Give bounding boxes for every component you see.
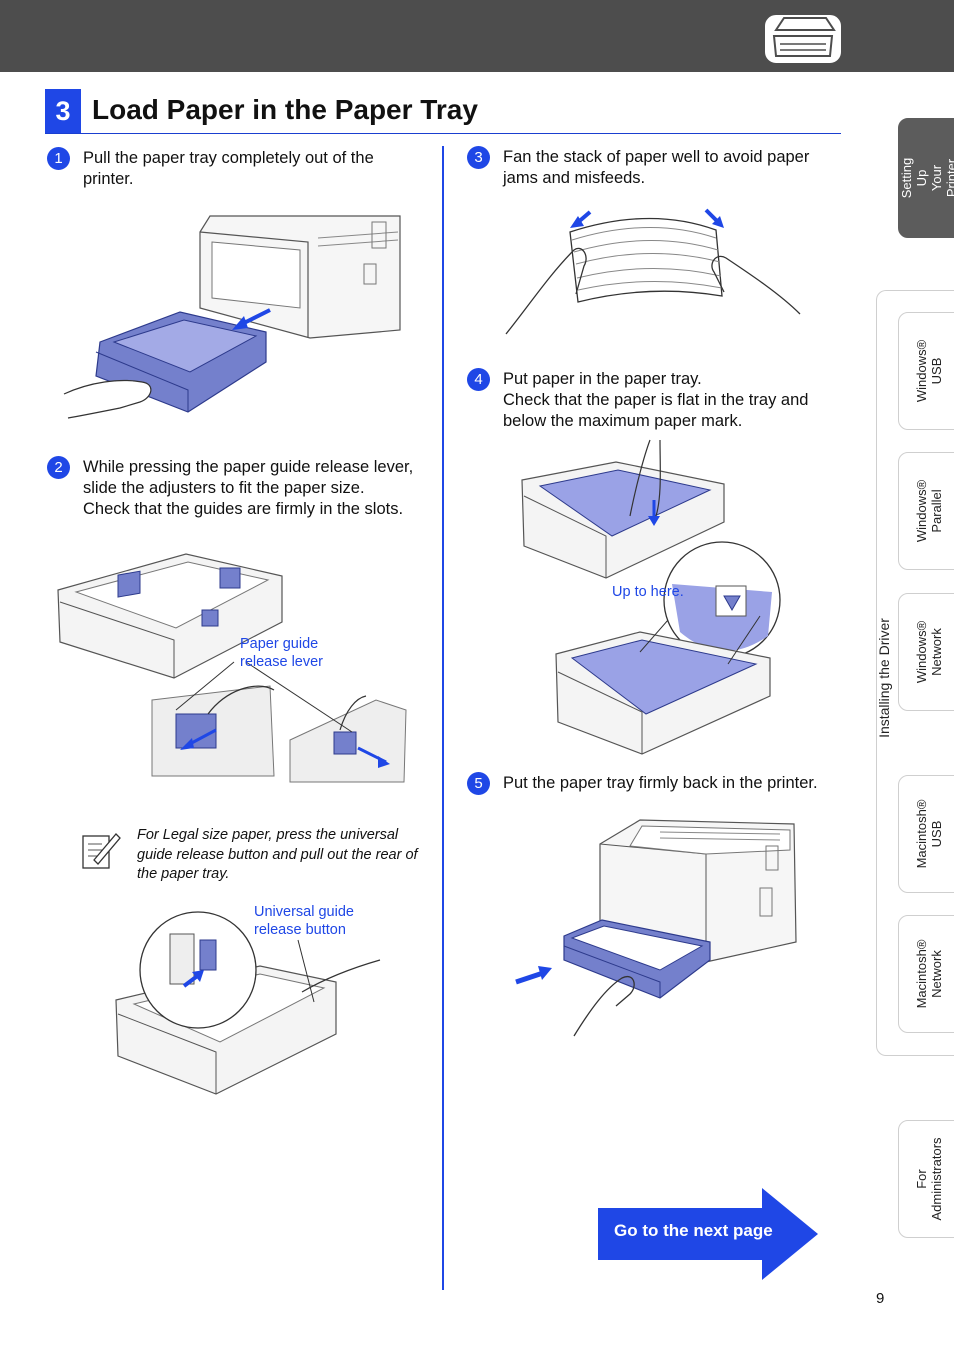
side-group-label: Installing the Driver <box>876 618 892 738</box>
fan-paper-illustration <box>505 208 801 335</box>
step-number: 3 <box>467 146 490 169</box>
side-tab-label: Setting Up Your Printer <box>899 157 954 199</box>
next-page-label: Go to the next page <box>614 1221 773 1240</box>
step-text: Put paper in the paper tray. Check that … <box>503 370 809 430</box>
adjust-guides-illustration <box>57 553 407 783</box>
load-paper-illustration <box>521 439 781 755</box>
step-text: Pull the paper tray completely out of th… <box>83 149 374 188</box>
side-tab-label: Macintosh® USB <box>914 799 944 869</box>
step-number: 5 <box>467 772 490 795</box>
note-pencil-icon <box>82 833 121 869</box>
side-tab-windows-network[interactable]: Windows® Network <box>898 593 954 711</box>
step-text: Put the paper tray firmly back in the pr… <box>503 774 818 792</box>
side-tab-windows-parallel[interactable]: Windows® Parallel <box>898 452 954 570</box>
step-number: 4 <box>467 368 490 391</box>
page-title: Load Paper in the Paper Tray <box>92 94 478 125</box>
side-group-frame <box>876 290 954 1056</box>
insert-tray-illustration <box>515 819 797 1037</box>
header-bar <box>0 0 954 72</box>
printer-icon <box>763 13 843 65</box>
side-tab-setting-up[interactable]: Setting Up Your Printer <box>898 118 954 238</box>
step-number: 1 <box>47 147 70 170</box>
step-5: 5 Put the paper tray firmly back in the … <box>467 772 847 796</box>
side-tab-for-administrators[interactable]: For Administrators <box>898 1120 954 1238</box>
side-tab-label: Windows® Parallel <box>914 479 944 543</box>
side-tab-label: Macintosh® Network <box>914 939 944 1009</box>
side-tab-label: For Administrators <box>914 1137 944 1221</box>
note-text: For Legal size paper, press the universa… <box>137 827 418 882</box>
universal-guide-illustration <box>115 911 381 1095</box>
arrow-right-icon <box>598 1188 818 1280</box>
callout-up-to-here: Up to here. <box>612 584 684 600</box>
column-divider <box>442 146 444 1290</box>
step-1: 1 Pull the paper tray completely out of … <box>47 147 427 193</box>
step-3: 3 Fan the stack of paper well to avoid p… <box>467 146 847 192</box>
page-number: 9 <box>876 1290 885 1307</box>
section-number: 3 <box>45 89 81 133</box>
callout-paper-guide: Paper guide release lever <box>240 636 324 670</box>
step-4: 4 Put paper in the paper tray. Check tha… <box>467 368 847 434</box>
side-tab-label: Windows® USB <box>914 339 944 403</box>
side-tab-macintosh-usb[interactable]: Macintosh® USB <box>898 775 954 893</box>
next-page-button[interactable]: Go to the next page <box>598 1188 820 1280</box>
section-header: 3 Load Paper in the Paper Tray <box>45 89 841 134</box>
side-tab-windows-usb[interactable]: Windows® USB <box>898 312 954 430</box>
side-tab-macintosh-network[interactable]: Macintosh® Network <box>898 915 954 1033</box>
step-text: Fan the stack of paper well to avoid pap… <box>503 148 810 187</box>
step-text: While pressing the paper guide release l… <box>83 458 414 518</box>
pull-tray-illustration <box>63 215 401 419</box>
step-2: 2 While pressing the paper guide release… <box>47 456 427 522</box>
step-number: 2 <box>47 456 70 479</box>
callout-universal-guide: Universal guide release button <box>254 904 354 938</box>
side-tab-label: Windows® Network <box>914 620 944 684</box>
